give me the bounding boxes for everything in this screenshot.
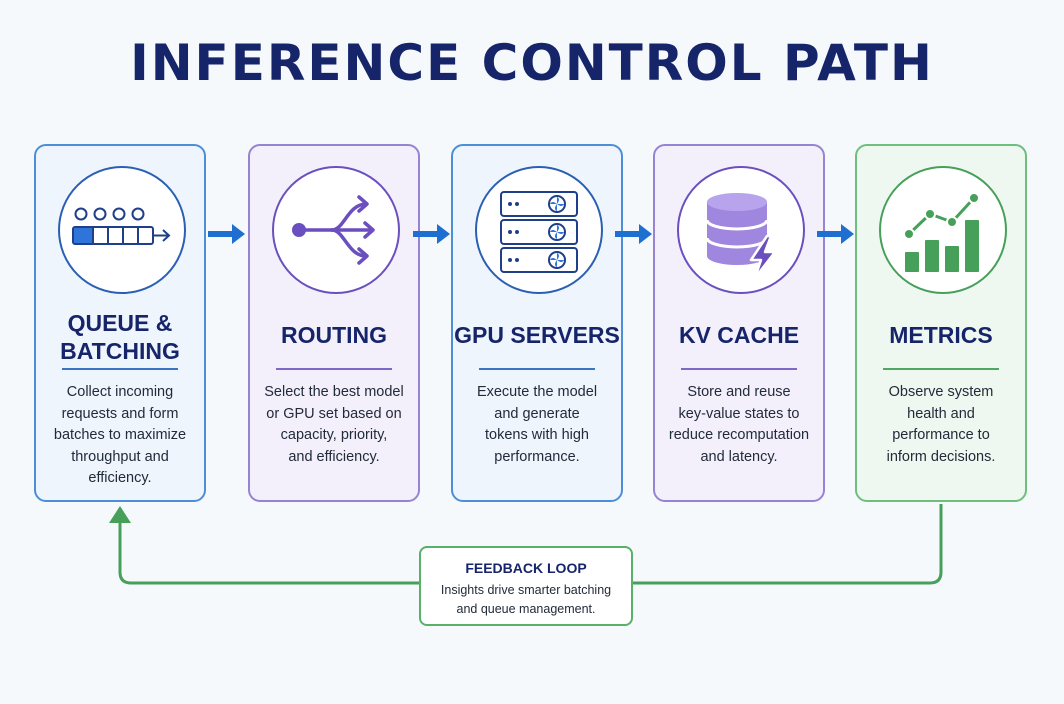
flow-arrow-3 (615, 224, 652, 244)
stage-card-gpu-servers: GPU SERVERS Execute the model and genera… (451, 144, 623, 502)
stage-title: ROUTING (280, 322, 388, 348)
feedback-title: FEEDBACK LOOP (465, 560, 587, 576)
stage-description: Store and reuse key-value states to redu… (668, 384, 810, 465)
stage-divider (276, 368, 392, 370)
flow-arrow-4 (817, 224, 854, 244)
stage-card-kv-cache: KV CACHE Store and reuse key-value state… (653, 144, 825, 502)
stage-card-routing: ROUTING Select the best model or GPU set… (248, 144, 420, 502)
gpu-servers-icon (475, 166, 603, 294)
stage-divider (883, 368, 999, 370)
stage-description: Select the best model or GPU set based o… (264, 384, 404, 465)
stage-card-metrics: METRICS Observe system health and perfor… (855, 144, 1027, 502)
feedback-description: Insights drive smarter batching and queu… (440, 583, 612, 616)
stage-title: GPU SERVERS (454, 322, 620, 348)
flow-arrow-1 (208, 224, 245, 244)
metrics-icon (879, 166, 1007, 294)
stage-description: Observe system health and performance to… (886, 384, 996, 465)
kv-cache-icon (677, 166, 805, 294)
stage-divider (62, 368, 178, 370)
stage-divider (479, 368, 595, 370)
stage-card-queue-batching: QUEUE & BATCHING Collect incoming reques… (34, 144, 206, 502)
stage-divider (681, 368, 797, 370)
stage-title: KV CACHE (678, 322, 800, 348)
stage-description: Collect incoming requests and form batch… (53, 384, 187, 486)
flow-arrow-2 (413, 224, 450, 244)
feedback-loop-box: FEEDBACK LOOP Insights drive smarter bat… (419, 546, 633, 626)
page-title: INFERENCE CONTROL PATH (130, 34, 934, 92)
stage-title: METRICS (889, 322, 993, 348)
routing-icon (272, 166, 400, 294)
stage-description: Execute the model and generate tokens wi… (476, 384, 598, 465)
feedback-arrowhead-up (109, 506, 131, 523)
queue-batching-icon (58, 166, 186, 294)
stage-title: QUEUE & BATCHING (60, 310, 180, 364)
